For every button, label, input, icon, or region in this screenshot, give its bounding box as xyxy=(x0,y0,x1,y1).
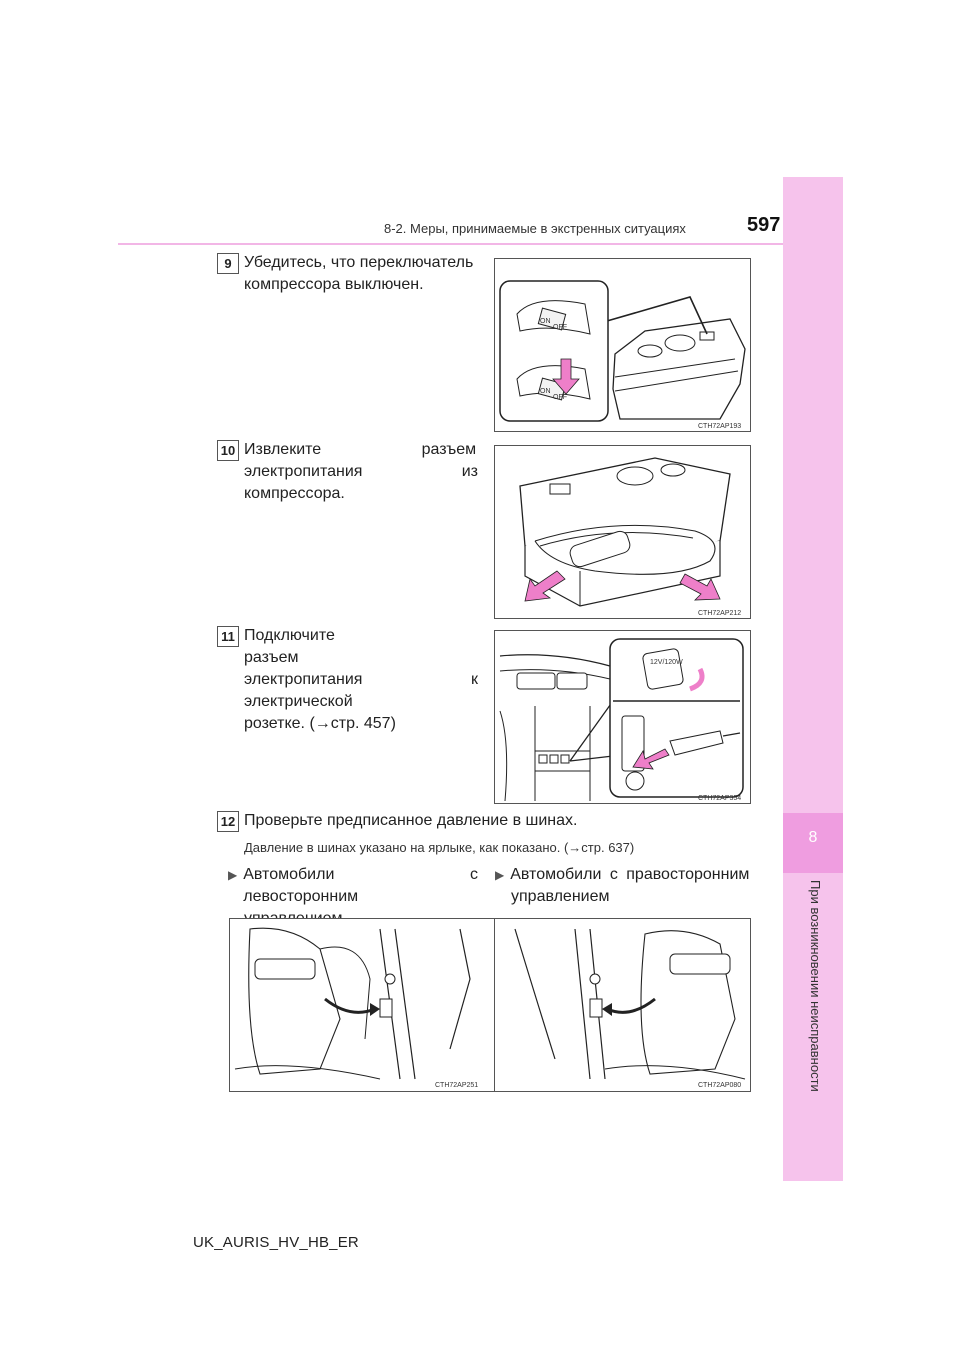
tire-label-plate xyxy=(379,998,393,1018)
image-code-080: CTH72AP080 xyxy=(698,1082,741,1089)
step-11-line-1: Подключите разъем xyxy=(244,627,335,666)
label-on-1: ON xyxy=(540,318,551,325)
label-on-2: ON xyxy=(540,388,551,395)
section-title: 8-2. Меры, принимаемые в экстренных ситу… xyxy=(384,221,686,236)
triangle-bullet-icon: ▶ xyxy=(228,868,238,882)
step-12-note: Давление в шинах указано на ярлыке, как … xyxy=(244,840,635,855)
step-9-line-2: компрессора выключен. xyxy=(244,276,424,293)
power-plug-removal-illustration: CTH72AP212 xyxy=(494,445,751,619)
pull-arrow-left xyxy=(524,570,566,602)
variant-rhd-line-1-text: Автомобили с правосторонним xyxy=(510,866,750,883)
chapter-number: 8 xyxy=(808,829,818,846)
socket-cap-label: 12V/120W xyxy=(650,659,683,666)
image-code-212: CTH72AP212 xyxy=(698,610,741,617)
document-id: UK_AURIS_HV_HB_ER xyxy=(193,1234,359,1251)
variant-rhd-line-2: управлением xyxy=(511,888,610,905)
chapter-title: При возникновении неисправности xyxy=(808,880,823,1092)
step-number-10: 10 xyxy=(217,440,239,461)
variant-rhd-line-1: ▶ Автомобили с правосторонним xyxy=(495,864,750,886)
step-9-line-1-text: Убедитесь, что переключатель xyxy=(244,254,474,271)
variant-rhd-label: ▶ Автомобили с правосторонним управление… xyxy=(495,864,750,908)
cap-open-arrow xyxy=(689,667,705,692)
step-11-text: Подключите разъем электропитания к элект… xyxy=(244,625,478,735)
step-12-text: Проверьте предписанное давление в шинах. xyxy=(244,812,578,829)
variant-lhd-line-1: ▶ Автомобили с левосторонним xyxy=(228,864,478,908)
triangle-bullet-icon: ▶ xyxy=(495,868,505,882)
compressor-switch-illustration: ON OFF ON OFF CTH72AP193 xyxy=(494,258,751,432)
header-rule xyxy=(118,243,784,245)
step-number-11: 11 xyxy=(217,626,239,647)
image-code-251: CTH72AP251 xyxy=(435,1082,478,1089)
tire-label-plate xyxy=(589,998,603,1018)
step-11-line-3: розетке. (→стр. 457) xyxy=(244,715,396,732)
label-off-2: OFF xyxy=(553,394,567,401)
label-off-1: OFF xyxy=(553,324,567,331)
step-number-12: 12 xyxy=(217,811,239,832)
tire-label-rhd-illustration: CTH72AP080 xyxy=(494,918,751,1092)
step-9-line-1: Убедитесь, что переключатель xyxy=(244,252,478,274)
image-code-354: CTH72AP354 xyxy=(698,795,741,802)
variant-lhd-line-1-text: Автомобили с левосторонним xyxy=(243,866,478,905)
step-11-line-2: электропитания к электрической xyxy=(244,671,478,710)
tire-label-lhd-illustration: CTH72AP251 xyxy=(229,918,495,1092)
step-10-line-1: Извлеките разъем xyxy=(244,441,477,458)
step-10-line-2: электропитания из компрессора. xyxy=(244,463,478,502)
socket-connection-illustration: 12V/120W CTH72AP354 xyxy=(494,630,751,804)
press-arrow xyxy=(552,358,580,395)
chapter-number-box xyxy=(783,813,843,873)
pull-arrow-right xyxy=(679,573,721,601)
step-10-text: Извлеките разъем электропитания из компр… xyxy=(244,439,478,505)
chapter-side-tab xyxy=(783,177,843,1181)
insert-plug-arrow xyxy=(632,748,670,770)
step-9-text: Убедитесь, что переключатель компрессора… xyxy=(244,252,478,296)
image-code-193: CTH72AP193 xyxy=(698,423,741,430)
page-number: 597 xyxy=(747,214,781,236)
step-number-9: 9 xyxy=(217,253,239,274)
